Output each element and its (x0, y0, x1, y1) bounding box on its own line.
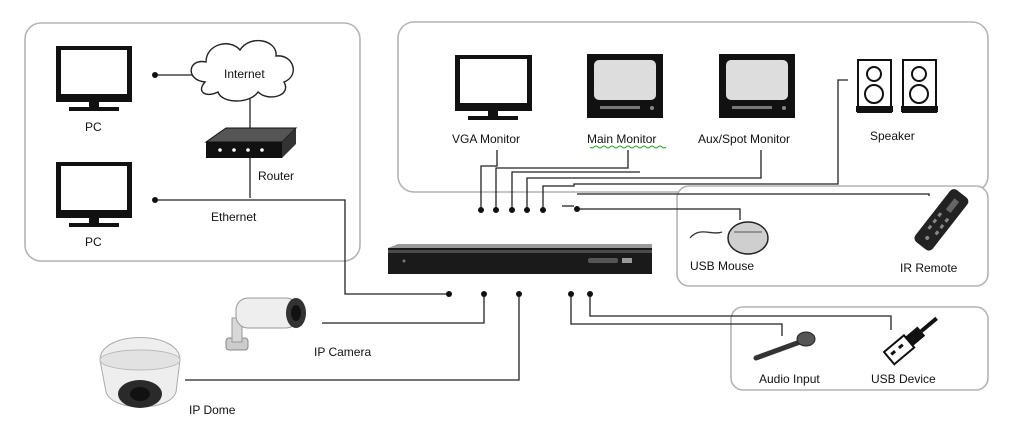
ethernet-label: Ethernet (211, 210, 257, 224)
ip-dome-label: IP Dome (189, 403, 236, 417)
desktop-monitor-icon (56, 162, 132, 227)
speaker-label: Speaker (870, 129, 915, 143)
spellcheck-underline (589, 145, 667, 149)
speaker-icon (901, 59, 938, 113)
main-monitor-label: Main Monitor (587, 132, 656, 146)
wiring (154, 74, 930, 381)
mouse-icon (689, 221, 769, 255)
flat-monitor-icon (455, 55, 532, 120)
desktop-monitor-icon (56, 46, 132, 111)
pc-bottom-label: PC (85, 235, 102, 249)
connection-points (152, 72, 593, 297)
speaker-icon (856, 59, 893, 113)
aux-monitor-label: Aux/Spot Monitor (698, 132, 790, 146)
remote-control-icon (914, 189, 969, 251)
ip-camera-label: IP Camera (314, 345, 371, 359)
cloud-icon (190, 39, 294, 102)
router-icon (204, 127, 298, 158)
nvr-recorder-icon (388, 244, 652, 274)
router-label: Router (258, 169, 294, 183)
usb-mouse-label: USB Mouse (690, 259, 754, 273)
usb-device-label: USB Device (871, 372, 936, 386)
crt-monitor-icon (587, 54, 663, 118)
usb-plug-icon (882, 316, 938, 366)
microphone-icon (753, 331, 816, 361)
internet-label: Internet (224, 67, 265, 81)
bullet-camera-icon (225, 297, 306, 351)
peripheral-panel (676, 185, 989, 287)
vga-monitor-label: VGA Monitor (452, 132, 520, 146)
pc-top-label: PC (85, 120, 102, 134)
audio-input-label: Audio Input (759, 372, 820, 386)
dome-camera-icon (99, 337, 181, 408)
crt-monitor-icon (719, 54, 795, 118)
ir-remote-label: IR Remote (900, 261, 958, 275)
